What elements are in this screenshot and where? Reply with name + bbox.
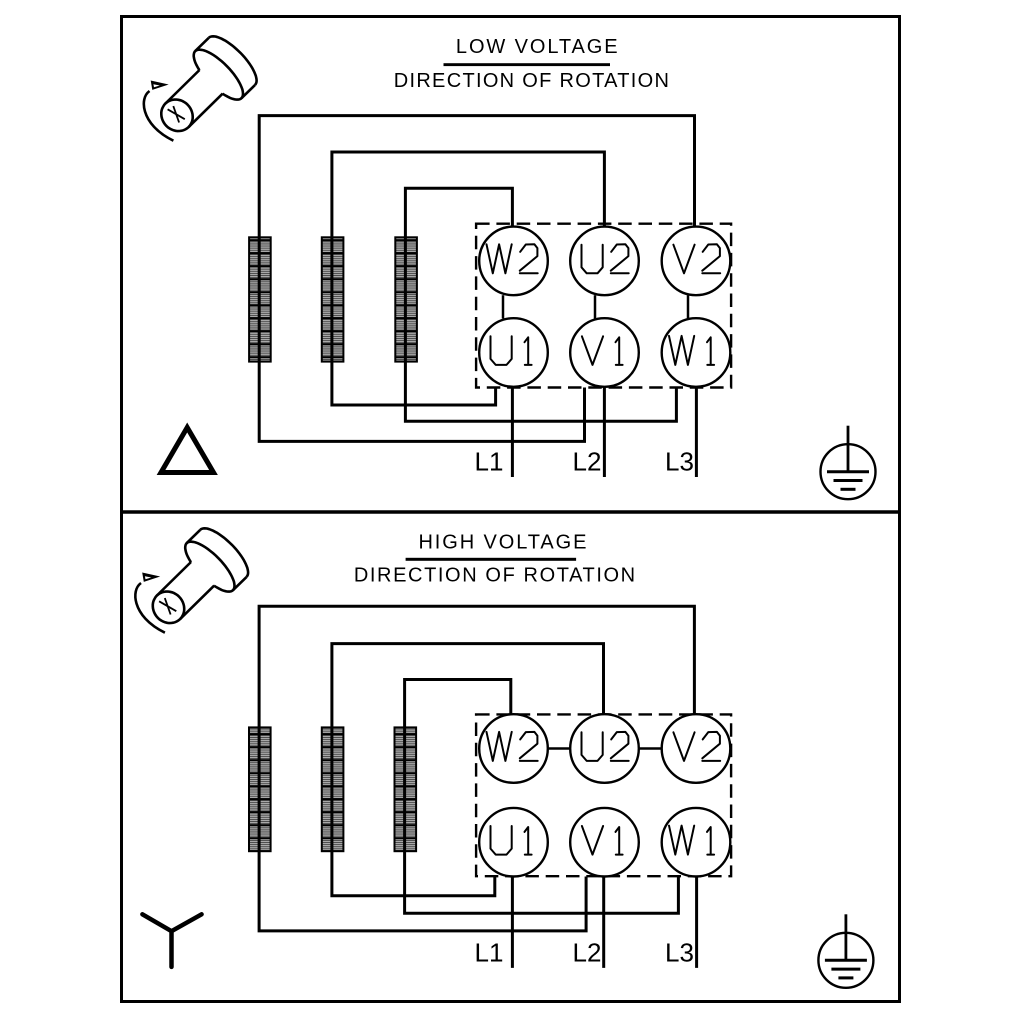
svg-text:HIGH VOLTAGE: HIGH VOLTAGE — [418, 532, 588, 554]
svg-text:DIRECTION OF ROTATION: DIRECTION OF ROTATION — [354, 565, 637, 587]
svg-text:L2: L2 — [573, 447, 602, 477]
svg-text:L1: L1 — [475, 938, 504, 968]
svg-text:LOW VOLTAGE: LOW VOLTAGE — [456, 36, 620, 58]
svg-text:L3: L3 — [665, 938, 694, 968]
svg-text:L3: L3 — [665, 447, 694, 477]
svg-text:L2: L2 — [573, 938, 602, 968]
svg-text:DIRECTION OF ROTATION: DIRECTION OF ROTATION — [394, 70, 671, 92]
svg-text:L1: L1 — [475, 447, 504, 477]
